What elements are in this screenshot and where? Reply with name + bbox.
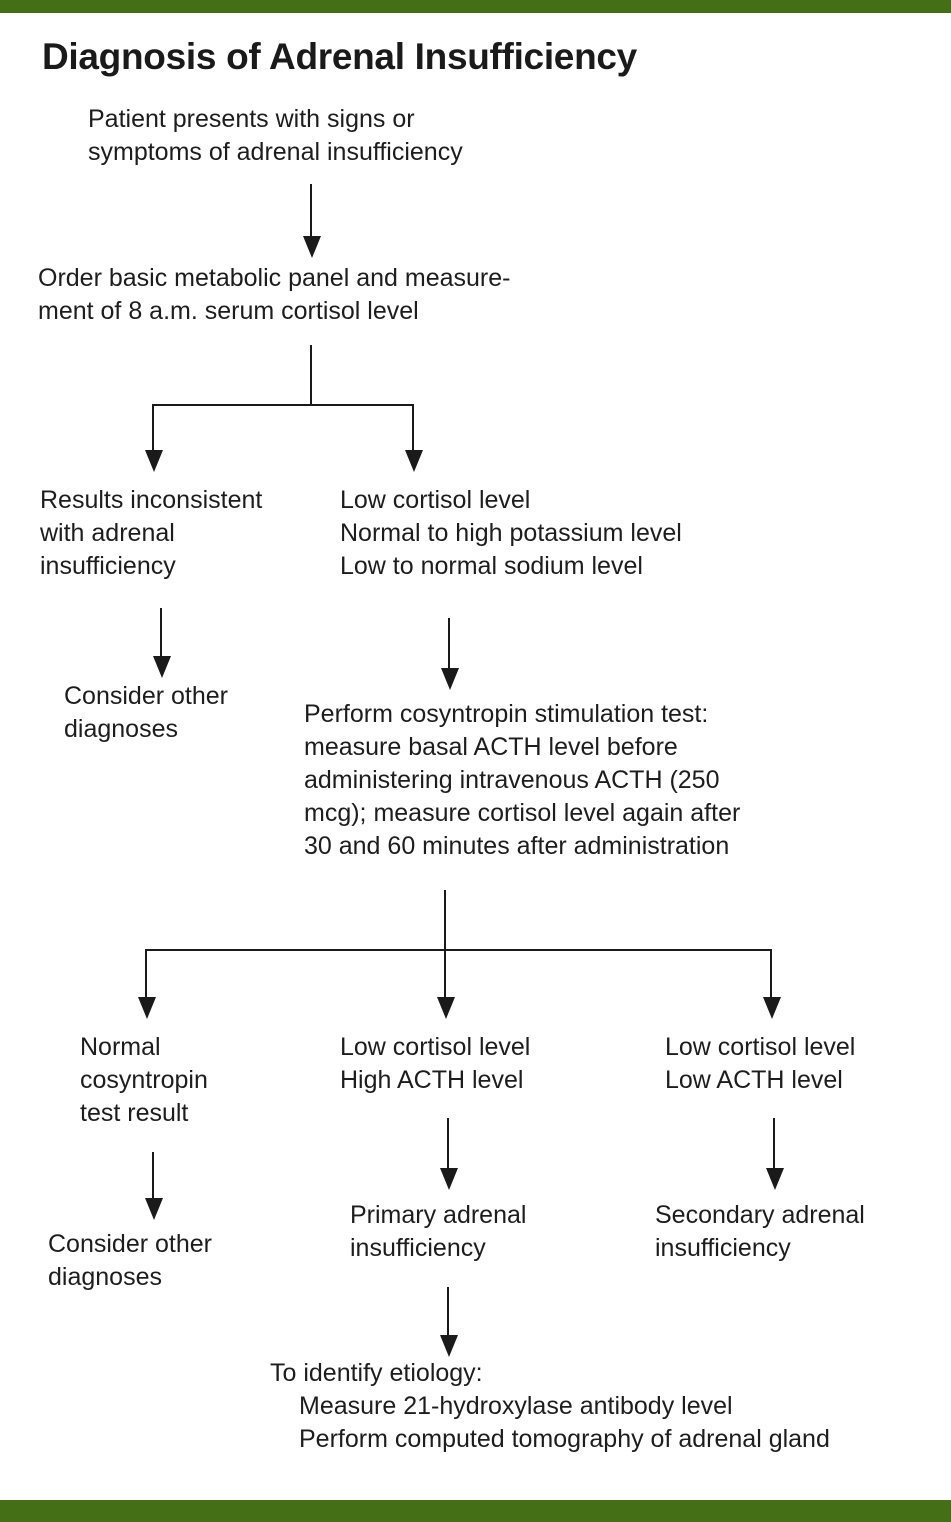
arrow-head-icon xyxy=(763,997,781,1019)
node-line: 30 and 60 minutes after administration xyxy=(304,832,730,860)
connector-line xyxy=(145,949,772,951)
node-line: insufficiency xyxy=(655,1234,791,1262)
node-patient-presents: Patient presents with signs or symptoms … xyxy=(88,103,463,169)
connector-line xyxy=(447,1118,449,1172)
node-secondary-adrenal-insufficiency: Secondary adrenal insufficiency xyxy=(655,1199,865,1265)
node-line: Perform computed tomography of adrenal g… xyxy=(299,1425,830,1453)
connector-line xyxy=(444,949,446,1001)
node-line: symptoms of adrenal insufficiency xyxy=(88,138,463,166)
node-primary-adrenal-insufficiency: Primary adrenal insufficiency xyxy=(350,1199,526,1265)
connector-line xyxy=(152,404,154,454)
connector-line xyxy=(444,890,446,950)
node-line: Consider other xyxy=(48,1230,212,1258)
node-line: Low cortisol level xyxy=(340,1033,531,1061)
arrow-head-icon xyxy=(440,1168,458,1190)
arrow-head-icon xyxy=(303,236,321,258)
connector-line xyxy=(773,1118,775,1172)
node-low-cortisol-labs: Low cortisol level Normal to high potass… xyxy=(340,484,682,583)
node-cosyntropin-test: Perform cosyntropin stimulation test: me… xyxy=(304,698,740,863)
arrow-head-icon xyxy=(145,1198,163,1220)
top-accent-bar xyxy=(0,0,951,13)
node-normal-cosyntropin-result: Normal cosyntropin test result xyxy=(80,1031,208,1130)
node-low-cortisol-high-acth: Low cortisol level High ACTH level xyxy=(340,1031,530,1097)
node-line: Results inconsistent xyxy=(40,486,263,514)
node-line: Low cortisol level xyxy=(665,1033,856,1061)
node-line: Primary adrenal xyxy=(350,1201,527,1229)
node-line: Measure 21-hydroxylase antibody level xyxy=(299,1392,733,1420)
node-line: Perform cosyntropin stimulation test: xyxy=(304,700,709,728)
node-line: Low to normal sodium level xyxy=(340,552,643,580)
connector-line xyxy=(770,949,772,1001)
node-line: ment of 8 a.m. serum cortisol level xyxy=(38,297,419,325)
node-line: High ACTH level xyxy=(340,1066,524,1094)
node-low-cortisol-low-acth: Low cortisol level Low ACTH level xyxy=(665,1031,855,1097)
node-line: Consider other xyxy=(64,682,228,710)
arrow-head-icon xyxy=(441,668,459,690)
connector-line xyxy=(160,608,162,660)
node-line: Order basic metabolic panel and measure- xyxy=(38,264,511,292)
node-line: Normal xyxy=(80,1033,161,1061)
page-title: Diagnosis of Adrenal Insufficiency xyxy=(42,36,637,77)
node-line: test result xyxy=(80,1099,189,1127)
node-order-panel: Order basic metabolic panel and measure-… xyxy=(38,262,510,328)
connector-line xyxy=(310,184,312,240)
node-line: Patient presents with signs or xyxy=(88,105,415,133)
node-line: diagnoses xyxy=(64,715,178,743)
connector-line xyxy=(310,345,312,405)
node-identify-etiology: To identify etiology: Measure 21-hydroxy… xyxy=(270,1357,830,1456)
arrow-head-icon xyxy=(437,997,455,1019)
node-line: insufficiency xyxy=(40,552,176,580)
node-line: mcg); measure cortisol level again after xyxy=(304,799,741,827)
connector-line xyxy=(152,404,414,406)
node-line: To identify etiology: xyxy=(270,1359,483,1387)
connector-line xyxy=(447,1287,449,1339)
node-line: cosyntropin xyxy=(80,1066,208,1094)
node-line: measure basal ACTH level before xyxy=(304,733,678,761)
arrow-head-icon xyxy=(766,1168,784,1190)
node-consider-other-diagnoses-left: Consider other diagnoses xyxy=(64,680,228,746)
node-line: with adrenal xyxy=(40,519,175,547)
node-line: Low ACTH level xyxy=(665,1066,843,1094)
connector-line xyxy=(145,949,147,1001)
bottom-accent-bar xyxy=(0,1500,951,1522)
node-line: insufficiency xyxy=(350,1234,486,1262)
arrow-head-icon xyxy=(440,1335,458,1357)
arrow-head-icon xyxy=(153,656,171,678)
arrow-head-icon xyxy=(138,997,156,1019)
node-line: Secondary adrenal xyxy=(655,1201,865,1229)
node-line: Normal to high potassium level xyxy=(340,519,682,547)
arrow-head-icon xyxy=(145,450,163,472)
node-line: diagnoses xyxy=(48,1263,162,1291)
node-consider-other-diagnoses-bottom: Consider other diagnoses xyxy=(48,1228,212,1294)
node-line: administering intravenous ACTH (250 xyxy=(304,766,720,794)
connector-line xyxy=(412,404,414,454)
node-results-inconsistent: Results inconsistent with adrenal insuff… xyxy=(40,484,262,583)
node-line: Low cortisol level xyxy=(340,486,531,514)
connector-line xyxy=(152,1152,154,1202)
arrow-head-icon xyxy=(405,450,423,472)
connector-line xyxy=(448,618,450,672)
